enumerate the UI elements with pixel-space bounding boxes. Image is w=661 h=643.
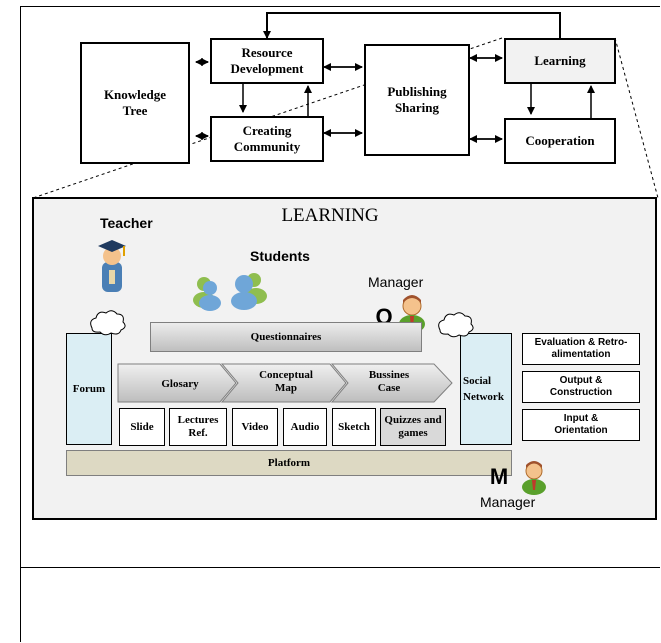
- knowledge-tree-box: Knowledge Tree: [80, 42, 190, 164]
- manager-top-label: Manager: [368, 274, 424, 290]
- resource-development-label: Resource Development: [230, 45, 304, 76]
- questionnaires-label: Questionnaires: [250, 331, 322, 343]
- cooperation-label: Cooperation: [525, 133, 595, 148]
- output-label: Output & Construction: [549, 375, 613, 398]
- m-letter: M: [489, 464, 509, 489]
- social-network-box: Social Network: [460, 333, 512, 445]
- input-label: Input & Orientation: [554, 413, 608, 436]
- evaluation-label: Evaluation & Retro-alimentation: [534, 337, 628, 360]
- table-border-top: [20, 6, 660, 7]
- creating-community-box: Creating Community: [210, 116, 324, 162]
- video-label: Video: [241, 420, 269, 433]
- sketch-label: Sketch: [338, 420, 370, 433]
- table-row-divider: [20, 567, 660, 568]
- resource-cell-lectures: Lectures Ref.: [169, 408, 227, 446]
- knowledge-tree-label: Knowledge Tree: [103, 87, 167, 118]
- publishing-sharing-box: Publishing Sharing: [364, 44, 470, 156]
- teacher-label: Teacher: [100, 215, 153, 231]
- bussines-case-chevron: [330, 363, 453, 403]
- evaluation-box: Evaluation & Retro-alimentation: [522, 333, 640, 365]
- creating-community-label: Creating Community: [233, 123, 301, 154]
- platform-bar: Platform: [66, 450, 512, 476]
- audio-label: Audio: [290, 420, 320, 433]
- quizzes-label: Quizzes and games: [384, 414, 442, 439]
- lectures-label: Lectures Ref.: [177, 414, 219, 439]
- conceptual-map-chevron: [220, 363, 347, 403]
- students-label: Students: [250, 248, 310, 264]
- slide-label: Slide: [130, 420, 154, 433]
- glosary-chevron: [117, 363, 237, 403]
- glosary-label: Glosary: [161, 378, 199, 390]
- resource-cell-slide: Slide: [119, 408, 165, 446]
- questionnaires-bar: Questionnaires: [150, 322, 422, 352]
- cooperation-box: Cooperation: [504, 118, 616, 164]
- learning-label: Learning: [534, 53, 586, 68]
- input-box: Input & Orientation: [522, 409, 640, 441]
- manager-bottom-label: Manager: [480, 494, 536, 510]
- publishing-sharing-label: Publishing Sharing: [387, 84, 447, 115]
- resource-development-box: Resource Development: [210, 38, 324, 84]
- bussines-case-label: Bussines Case: [368, 369, 410, 394]
- resource-cell-video: Video: [232, 408, 278, 446]
- feedback-loop-arrow: [263, 12, 561, 39]
- learning-box: Learning: [504, 38, 616, 84]
- social-network-label: Social Network: [463, 375, 504, 403]
- conceptual-map-label: Conceptual Map: [259, 369, 313, 394]
- forum-box: Forum: [66, 333, 112, 445]
- resource-cell-audio: Audio: [283, 408, 327, 446]
- platform-label: Platform: [267, 457, 311, 469]
- forum-label: Forum: [72, 383, 106, 395]
- learning-panel-title: LEARNING: [281, 205, 379, 226]
- resource-cell-sketch: Sketch: [332, 408, 376, 446]
- table-border-left: [20, 6, 21, 642]
- resource-cell-quizzes: Quizzes and games: [380, 408, 446, 446]
- output-box: Output & Construction: [522, 371, 640, 403]
